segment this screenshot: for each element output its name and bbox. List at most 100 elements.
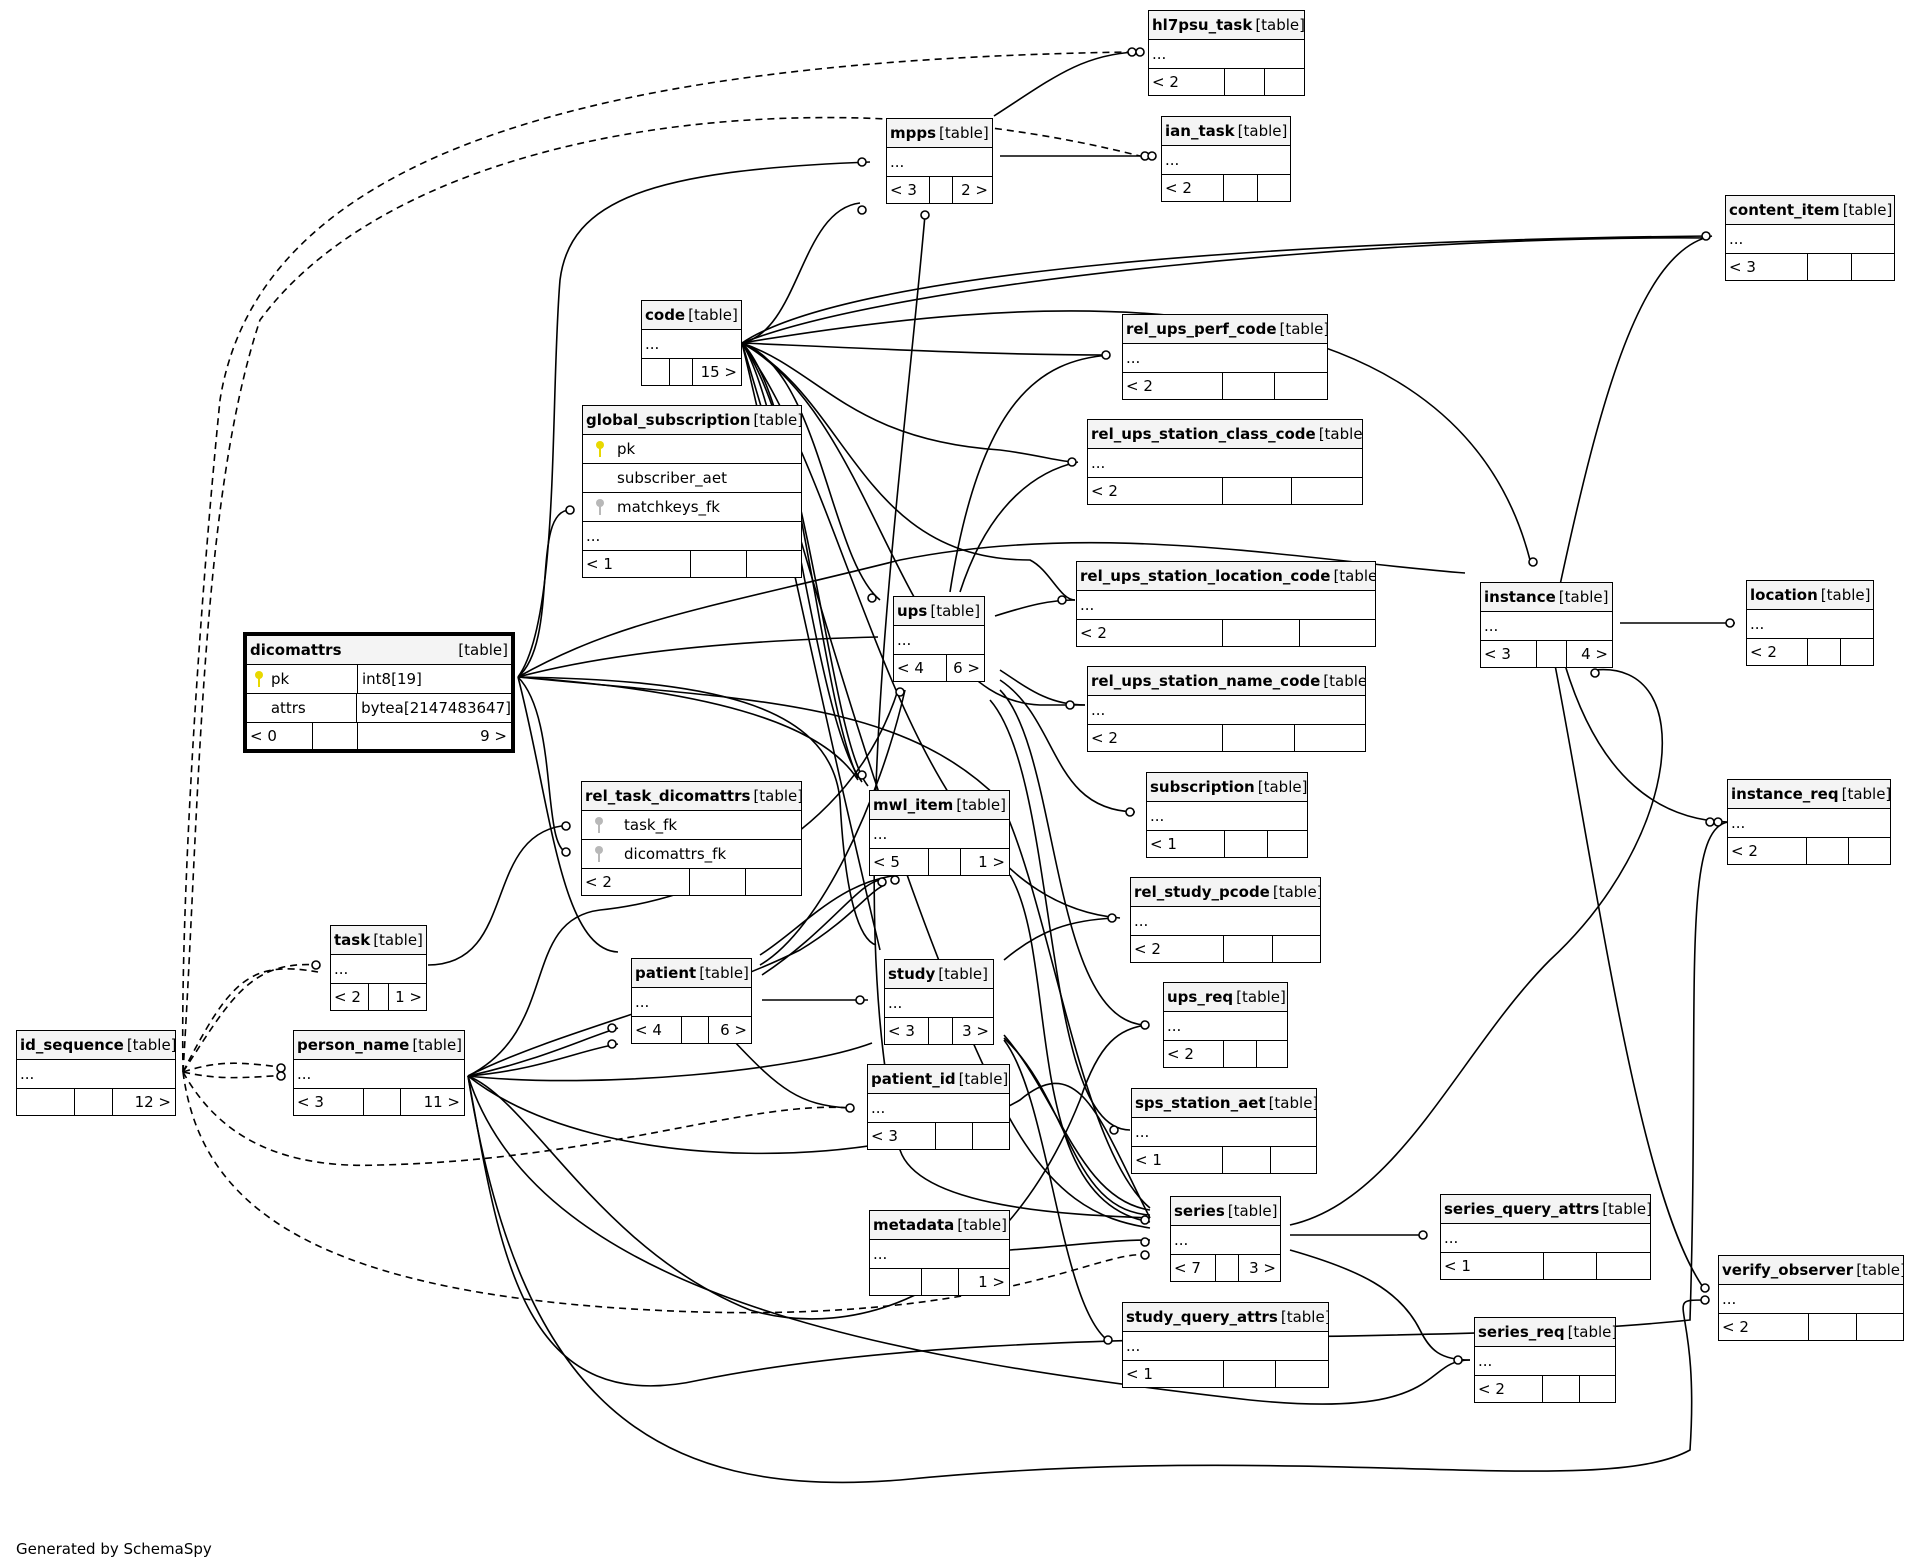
table-header: rel_task_dicomattrs[table] — [582, 782, 801, 811]
edge-id-sequence-series — [182, 1071, 1146, 1314]
ellipsis-row: ... — [887, 148, 992, 177]
table-name: code — [645, 306, 686, 324]
table-header: instance_req[table] — [1728, 780, 1890, 809]
table-series-req[interactable]: series_req[table] ... < 2 — [1474, 1317, 1616, 1403]
edge-patient-mwl-item — [761, 879, 883, 976]
table-series-query-attrs[interactable]: series_query_attrs[table] ... < 1 — [1440, 1194, 1651, 1280]
table-location[interactable]: location[table] ... < 2 — [1746, 580, 1874, 666]
table-study-query-attrs[interactable]: study_query_attrs[table] ... < 1 — [1122, 1302, 1329, 1388]
column-name: matchkeys_fk — [617, 498, 720, 516]
table-footer: < 2 — [1728, 838, 1890, 864]
parents-count: < 2 — [1088, 478, 1223, 504]
table-metadata[interactable]: metadata[table] ... 1 > — [869, 1210, 1010, 1296]
parents-count: < 2 — [1475, 1376, 1543, 1402]
children-count: 3 > — [1249, 1259, 1276, 1277]
table-rel-ups-perf-code[interactable]: rel_ups_perf_code[table] ... < 2 — [1122, 314, 1328, 400]
marker-rel-task-dicomattrs-a — [561, 821, 571, 831]
marker-person-name-a — [276, 1063, 286, 1073]
edge-ups-ups-req — [999, 689, 1146, 1026]
table-rel-ups-station-name-code[interactable]: rel_ups_station_name_code[table] ... < 2 — [1087, 666, 1366, 752]
table-name: study_query_attrs — [1126, 1308, 1278, 1326]
table-header: mwl_item[table] — [870, 791, 1009, 820]
ellipsis: ... — [1484, 617, 1499, 635]
edge-id-sequence-hl7psu-task — [181, 51, 1131, 1073]
table-hl7psu-task[interactable]: hl7psu_task[table] ... < 2 — [1148, 10, 1305, 96]
parents-count: < 2 — [1747, 639, 1808, 665]
table-subscription[interactable]: subscription[table] ... < 1 — [1146, 772, 1308, 858]
table-instance-req[interactable]: instance_req[table] ... < 2 — [1727, 779, 1891, 865]
columns-count — [1807, 838, 1849, 864]
marker-instance-req-a — [1705, 817, 1715, 827]
ellipsis-row: ... — [868, 1094, 1009, 1123]
ellipsis: ... — [334, 960, 349, 978]
marker-ups-req — [1140, 1020, 1150, 1030]
ellipsis: ... — [897, 631, 912, 649]
marker-hl7psu-task-a — [1127, 47, 1137, 57]
table-rel-ups-station-location-code[interactable]: rel_ups_station_location_code[table] ...… — [1076, 561, 1376, 647]
marker-mpps-a — [857, 157, 867, 167]
table-name: metadata — [873, 1216, 955, 1234]
table-type: [table] — [956, 796, 1006, 814]
table-rel-study-pcode[interactable]: rel_study_pcode[table] ... < 2 — [1130, 877, 1321, 963]
table-patient-id[interactable]: patient_id[table] ... < 3 — [867, 1064, 1010, 1150]
table-rel-ups-station-class-code[interactable]: rel_ups_station_class_code[table] ... < … — [1087, 419, 1363, 505]
generator-credit: Generated by SchemaSpy — [16, 1540, 212, 1558]
marker-location — [1725, 618, 1735, 628]
ellipsis-row: ... — [885, 989, 993, 1018]
table-code[interactable]: code[table] ... 15 > — [641, 300, 742, 386]
marker-series-b — [1140, 1237, 1150, 1247]
table-header: dicomattrs[table] — [247, 636, 511, 665]
ellipsis-row: ... — [1131, 907, 1320, 936]
table-name: person_name — [297, 1036, 410, 1054]
table-rel-task-dicomattrs[interactable]: rel_task_dicomattrs[table] task_fk dicom… — [581, 781, 802, 896]
table-header: rel_ups_perf_code[table] — [1123, 315, 1327, 344]
edge-person-name-verify-observer — [467, 1075, 1706, 1484]
edge-metadata-series — [1009, 1239, 1151, 1251]
column-row: task_fk — [582, 811, 801, 840]
table-sps-station-aet[interactable]: sps_station_aet[table] ... < 1 — [1131, 1088, 1317, 1174]
ellipsis-row: ... — [583, 522, 801, 551]
primary-key-icon — [583, 441, 617, 457]
table-content-item[interactable]: content_item[table] ... < 3 — [1725, 195, 1895, 281]
columns-count — [1223, 725, 1295, 751]
columns-count — [1808, 639, 1841, 665]
table-id-sequence[interactable]: id_sequence[table] ... 12 > — [16, 1030, 176, 1116]
edge-code-mwl-item-2 — [741, 342, 863, 783]
edge-dicomattrs-rel-task-dicomattrs — [517, 676, 571, 854]
table-ups-req[interactable]: ups_req[table] ... < 2 — [1163, 982, 1288, 1068]
marker-person-name-b — [276, 1071, 286, 1081]
ellipsis-row: ... — [331, 955, 426, 984]
children-count — [1257, 1041, 1287, 1067]
table-ian-task[interactable]: ian_task[table] ... < 2 — [1161, 116, 1291, 202]
parents-count — [642, 359, 670, 385]
marker-patient-b — [607, 1039, 617, 1049]
parents-count: < 4 — [632, 1017, 682, 1043]
edge-instance-verify-observer — [1554, 664, 1706, 1291]
ellipsis: ... — [1152, 45, 1167, 63]
columns-count — [1225, 831, 1268, 857]
columns-count — [1216, 1255, 1239, 1281]
parents-count: < 2 — [1719, 1314, 1809, 1340]
marker-sps-station-aet — [1109, 1125, 1119, 1135]
table-global-subscription[interactable]: global_subscription[table] pk subscriber… — [582, 405, 802, 578]
children-count — [1295, 725, 1365, 751]
ellipsis-row: ... — [870, 1240, 1009, 1269]
table-name: series_req — [1478, 1323, 1565, 1341]
table-verify-observer[interactable]: verify_observer[table] ... < 2 — [1718, 1255, 1904, 1341]
table-footer: < 2 — [582, 869, 801, 895]
table-name: ups — [897, 602, 928, 620]
